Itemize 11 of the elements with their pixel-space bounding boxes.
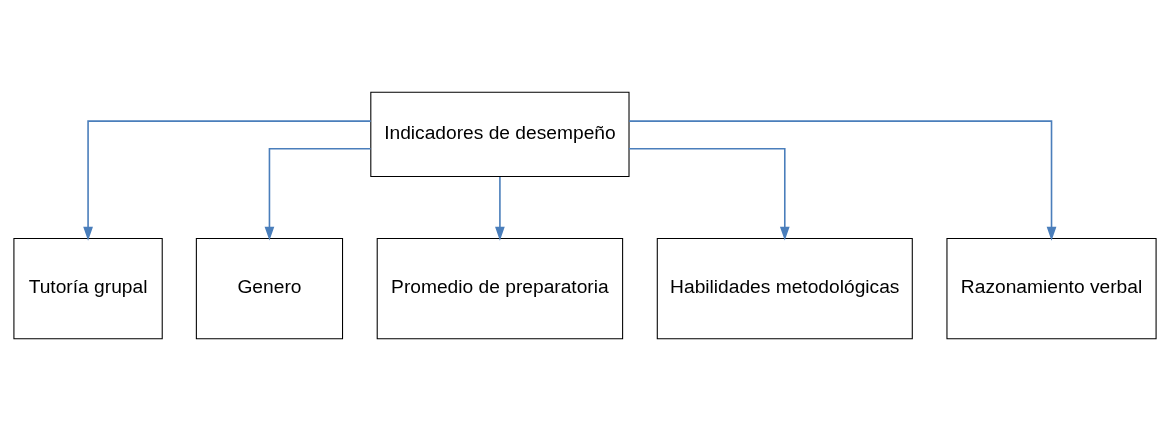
arrow [83, 120, 372, 241]
node-box: Razonamiento verbal [946, 237, 1157, 340]
node-box: Promedio de preparatoria [376, 237, 624, 340]
node-box: Tutoría grupal [13, 237, 163, 340]
arrow [628, 120, 1057, 241]
node-box: Indicadores de desempeño [370, 91, 630, 178]
arrow [628, 148, 790, 241]
node-box: Genero [195, 237, 344, 340]
arrow [495, 176, 505, 241]
node-box: Habilidades metodológicas [656, 237, 913, 340]
arrow [264, 148, 372, 241]
